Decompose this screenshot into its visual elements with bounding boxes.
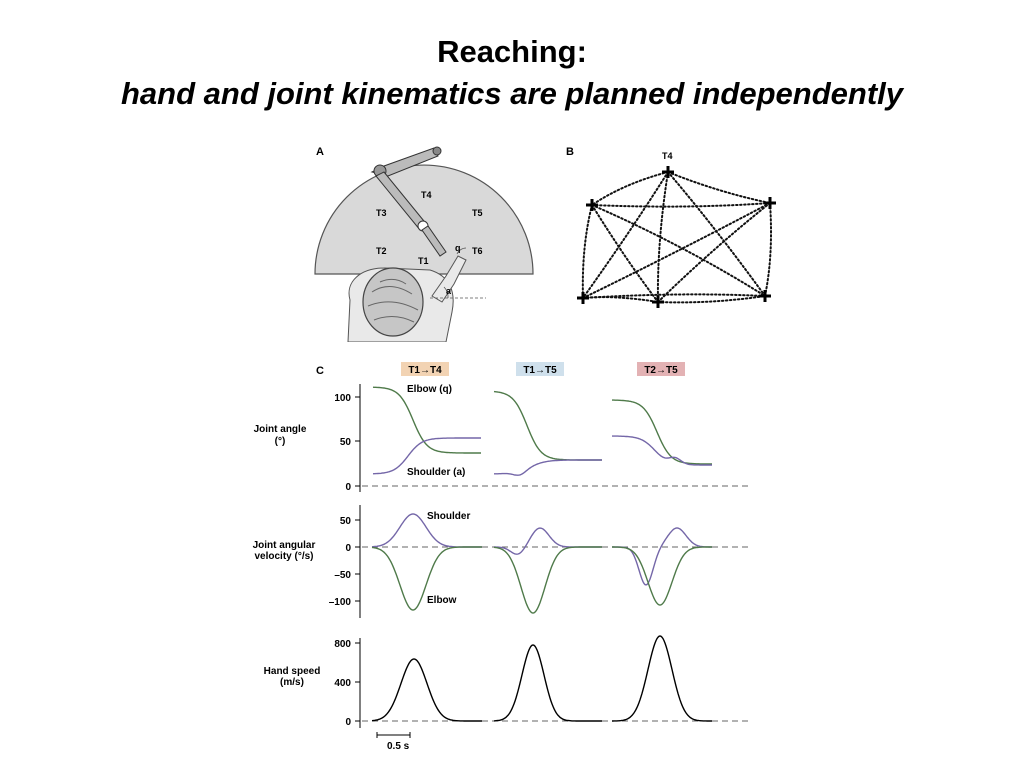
velocity-elbow-label: Elbow <box>427 595 457 606</box>
condition-header-1: T1→T4 <box>408 365 442 376</box>
elbow-velocity-trace-2 <box>493 546 602 614</box>
row2-tick: –100 <box>329 597 352 608</box>
elbow-angle-trace-2 <box>493 390 602 461</box>
trajectory-path <box>667 171 766 297</box>
trajectory-path <box>591 204 659 303</box>
trajectory-path <box>582 171 669 299</box>
trajectory-path <box>591 204 766 297</box>
slide-title: Reaching: <box>437 34 587 69</box>
row2-tick: –50 <box>334 570 351 581</box>
row3-yunit: (m/s) <box>280 677 304 688</box>
time-scale-label: 0.5 s <box>387 741 410 752</box>
velocity-shoulder-label: Shoulder <box>427 511 470 522</box>
hand-speed-trace-1 <box>371 658 482 722</box>
shoulder-angle-trace-1 <box>372 437 481 475</box>
row1-tick: 100 <box>334 393 351 404</box>
target-marker <box>662 166 674 178</box>
panel-c-label: C <box>316 365 324 377</box>
hand-speed-trace-2 <box>493 644 602 722</box>
elbow-angle-trace-3 <box>612 399 712 465</box>
trajectory-path <box>657 202 771 303</box>
target-marker <box>764 197 776 209</box>
target-t1: T1 <box>418 256 429 266</box>
manipulandum <box>370 146 447 257</box>
condition-header-2-bg <box>516 362 564 376</box>
trajectory-path <box>657 295 766 304</box>
target-t5: T5 <box>472 208 483 218</box>
slide-subtitle: hand and joint kinematics are planned in… <box>120 76 904 111</box>
target-marker <box>759 290 771 302</box>
shoulder-angle-trace-2 <box>494 459 602 476</box>
trajectory-path <box>764 202 773 297</box>
workspace-half-disc <box>314 164 534 275</box>
trajectory-path <box>582 202 771 299</box>
condition-header-1-bg <box>401 362 449 376</box>
row1-yunit: (°) <box>275 436 286 447</box>
trajectory-path <box>591 202 771 208</box>
panel-b-target-t4: T4 <box>662 151 673 161</box>
shoulder-velocity-trace-3 <box>612 527 712 586</box>
panel-b: B T4 <box>566 146 776 308</box>
panel-c: C T1→T4 T1→T5 T2→T5 100 50 0 50 0 <box>253 362 750 752</box>
trajectory-path <box>581 204 593 299</box>
trajectory-paths <box>581 171 773 304</box>
target-marker <box>652 296 664 308</box>
elbow-q-label: Elbow (q) <box>407 384 452 395</box>
row1-ylabel: Joint angle <box>254 424 307 435</box>
target-marker <box>586 199 598 211</box>
kinematic-traces <box>371 386 712 722</box>
trajectory-path <box>667 171 771 204</box>
shoulder-a-label: Shoulder (a) <box>407 467 465 478</box>
condition-header-3-bg <box>637 362 685 376</box>
elbow-velocity-trace-3 <box>612 546 712 606</box>
target-markers <box>577 166 776 308</box>
target-t2: T2 <box>376 246 387 256</box>
elbow-velocity-trace-1 <box>371 546 482 611</box>
row1-tick: 50 <box>340 437 352 448</box>
row2-ylabel: Joint angular <box>253 540 316 551</box>
row3-tick: 400 <box>334 678 351 689</box>
shoulder-angle-trace-3 <box>612 435 712 466</box>
panel-a: A T4 T3 T5 T2 T6 T1 q a <box>314 146 534 342</box>
condition-header-3: T2→T5 <box>644 365 678 376</box>
shoulder-velocity-trace-2 <box>494 527 602 555</box>
elbow-angle-label: q <box>455 243 461 253</box>
row3-tick: 800 <box>334 639 351 650</box>
target-t6: T6 <box>472 246 483 256</box>
elbow-angle-trace-1 <box>372 386 481 454</box>
hand-speed-trace-3 <box>612 635 712 722</box>
trajectory-path <box>582 296 659 303</box>
target-t4: T4 <box>421 190 432 200</box>
time-scale-bar <box>376 732 411 738</box>
row3-tick: 0 <box>345 717 351 728</box>
trajectory-path <box>591 171 669 206</box>
trajectory-path <box>656 171 669 303</box>
subject-figure <box>347 247 486 342</box>
row2-tick: 50 <box>340 516 352 527</box>
row1-tick: 0 <box>345 482 351 493</box>
target-marker <box>577 292 589 304</box>
target-t3: T3 <box>376 208 387 218</box>
panel-a-label: A <box>316 146 324 158</box>
row2-tick: 0 <box>345 543 351 554</box>
trajectory-path <box>582 293 766 299</box>
row2-yunit: velocity (°/s) <box>254 551 313 562</box>
row3-ylabel: Hand speed <box>264 666 321 677</box>
condition-header-2: T1→T5 <box>523 365 557 376</box>
panel-b-label: B <box>566 146 574 158</box>
shoulder-angle-label: a <box>446 286 452 296</box>
